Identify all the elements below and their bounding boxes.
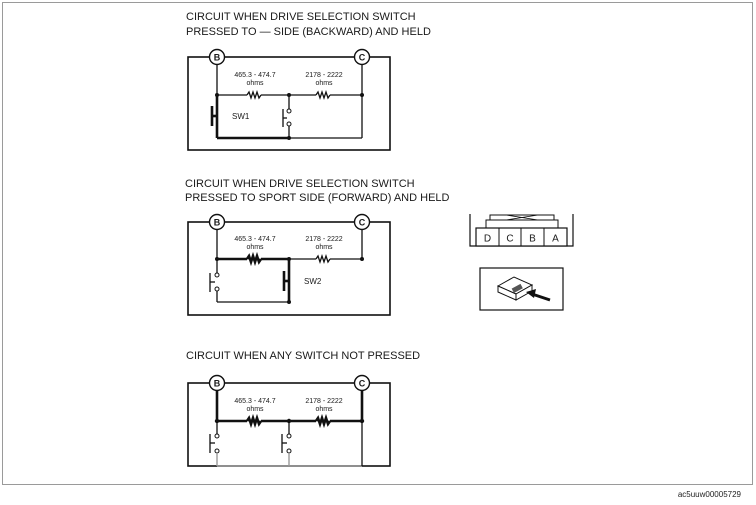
circuit-forward-junction-bottom bbox=[287, 300, 291, 304]
circuit-forward-r2-value: 2178 - 2222 bbox=[305, 236, 342, 243]
figure-code: ac5uuw00005729 bbox=[678, 490, 742, 499]
circuit-not-pressed-r2-unit: ohms bbox=[315, 406, 333, 413]
circuit-not-pressed-node-b-label: B bbox=[214, 379, 221, 389]
circuit-forward-node-c-label: C bbox=[359, 218, 366, 228]
circuit-backward-node-c-label: C bbox=[359, 53, 366, 63]
circuit-forward: CIRCUIT WHEN DRIVE SELECTION SWITCH PRES… bbox=[185, 178, 450, 316]
circuit-not-pressed-node-c-label: C bbox=[359, 379, 366, 389]
circuit-backward-node-b: B bbox=[208, 48, 226, 66]
connector-pin-c: C bbox=[506, 234, 513, 245]
circuit-forward-switch-sw1 bbox=[209, 259, 220, 302]
circuit-forward-switch-sw2 bbox=[282, 259, 291, 302]
circuit-forward-r1-value: 465.3 - 474.7 bbox=[234, 236, 275, 243]
circuit-backward-r2-unit: ohms bbox=[315, 80, 333, 87]
circuit-backward-switch-sw2 bbox=[282, 95, 292, 138]
circuit-forward-node-b: B bbox=[208, 213, 226, 231]
circuit-not-pressed-switch-sw1 bbox=[209, 421, 220, 466]
circuit-forward-node-c: C bbox=[353, 213, 371, 231]
circuit-forward-resistor-line bbox=[217, 251, 362, 267]
circuit-forward-node-b-label: B bbox=[214, 218, 221, 228]
circuit-not-pressed-r1-unit: ohms bbox=[246, 406, 264, 413]
circuit-backward: CIRCUIT WHEN DRIVE SELECTION SWITCH PRES… bbox=[186, 11, 431, 151]
connector-illustration: D C B A bbox=[469, 214, 574, 247]
connector-pin-d: D bbox=[484, 234, 491, 245]
circuit-backward-title-line2: PRESSED TO — SIDE (BACKWARD) AND HELD bbox=[186, 26, 431, 38]
circuit-backward-title-line1: CIRCUIT WHEN DRIVE SELECTION SWITCH bbox=[186, 11, 416, 23]
circuit-backward-node-c: C bbox=[353, 48, 371, 66]
circuit-backward-frame bbox=[187, 56, 391, 151]
circuit-not-pressed-switch-sw2 bbox=[281, 421, 292, 466]
circuit-forward-title-line1: CIRCUIT WHEN DRIVE SELECTION SWITCH bbox=[185, 178, 415, 190]
circuit-forward-junction-c bbox=[360, 257, 364, 261]
circuit-not-pressed: CIRCUIT WHEN ANY SWITCH NOT PRESSED B C … bbox=[186, 350, 420, 467]
connector-pin-b: B bbox=[529, 234, 536, 245]
circuit-not-pressed-resistor-line bbox=[217, 413, 362, 429]
circuit-forward-frame bbox=[187, 221, 391, 316]
circuit-backward-r1-value: 465.3 - 474.7 bbox=[234, 72, 275, 79]
circuit-forward-r2-unit: ohms bbox=[315, 244, 333, 251]
circuit-backward-sw1-label: SW1 bbox=[232, 112, 250, 121]
connector-pin-a: A bbox=[552, 234, 559, 245]
diagram-frame bbox=[2, 2, 753, 485]
circuit-not-pressed-node-c: C bbox=[353, 374, 371, 392]
circuit-forward-title-line2: PRESSED TO SPORT SIDE (FORWARD) AND HELD bbox=[185, 192, 450, 204]
connector-arrow-icon bbox=[526, 289, 551, 302]
circuit-forward-sw2-label: SW2 bbox=[304, 277, 322, 286]
circuit-not-pressed-title: CIRCUIT WHEN ANY SWITCH NOT PRESSED bbox=[186, 350, 420, 362]
circuit-backward-junction-bottom bbox=[287, 136, 291, 140]
circuit-backward-r2-value: 2178 - 2222 bbox=[305, 72, 342, 79]
circuit-backward-r1-unit: ohms bbox=[246, 80, 264, 87]
circuit-not-pressed-node-b: B bbox=[208, 374, 226, 392]
circuit-forward-r1-unit: ohms bbox=[246, 244, 264, 251]
circuit-backward-switch-sw1 bbox=[210, 95, 219, 138]
circuit-not-pressed-r1-value: 465.3 - 474.7 bbox=[234, 398, 275, 405]
connector-locator-view bbox=[479, 267, 564, 311]
circuit-not-pressed-r2-value: 2178 - 2222 bbox=[305, 398, 342, 405]
circuit-backward-node-b-label: B bbox=[214, 53, 221, 63]
